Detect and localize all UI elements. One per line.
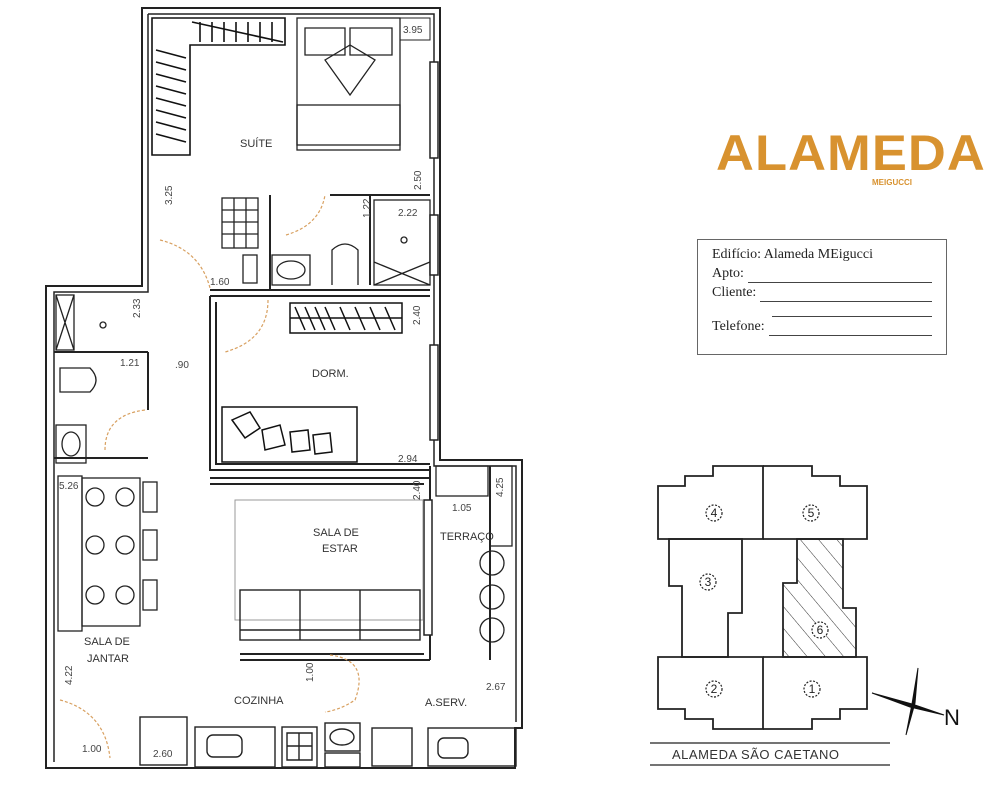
door-swings <box>59 194 360 759</box>
dim-425: 4.25 <box>495 477 506 497</box>
apto-field[interactable] <box>747 268 932 283</box>
telefone-field[interactable] <box>768 321 932 336</box>
kitchen-counter <box>139 716 517 768</box>
unit-4-outline <box>657 465 764 540</box>
client-info-box: Edifício: Alameda MEigucci Apto: Cliente… <box>697 239 947 355</box>
double-bed <box>296 17 401 151</box>
dim-090: .90 <box>175 360 189 371</box>
dorm-furniture <box>221 302 403 463</box>
cliente-field[interactable] <box>760 287 932 302</box>
unit-1-marker <box>803 680 821 698</box>
room-label-sala-estar-1: SALA DE <box>313 527 359 539</box>
dim-100a: 1.00 <box>82 744 102 755</box>
building-row: Edifício: Alameda MEigucci <box>712 245 946 264</box>
unit-4-marker <box>705 504 723 522</box>
brand-logo: ALAMEDA <box>716 125 986 181</box>
dim-240b: 2.40 <box>412 480 423 500</box>
cliente-field-2[interactable] <box>772 302 932 317</box>
unit-2-marker <box>705 680 723 698</box>
room-label-sala-jantar-2: JANTAR <box>87 653 129 665</box>
street-lines <box>650 742 890 766</box>
dim-395: 3.95 <box>403 25 423 36</box>
dim-121: 1.21 <box>120 358 140 369</box>
telefone-label: Telefone: <box>712 319 765 334</box>
room-label-dorm: DORM. <box>312 368 349 380</box>
dim-260: 2.60 <box>153 749 173 760</box>
unit-1-label: 1 <box>809 682 816 696</box>
inner-wall <box>53 13 517 762</box>
unit-3-marker <box>699 573 717 591</box>
unit-4-label: 4 <box>711 506 718 520</box>
dorm-walls <box>209 296 430 471</box>
cliente-label: Cliente: <box>712 285 757 300</box>
telefone-row: Telefone: <box>712 317 946 336</box>
terrace-furniture <box>435 465 513 643</box>
dim-160: 1.60 <box>210 277 230 288</box>
street-name: ALAMEDA SÃO CAETANO <box>672 747 840 762</box>
dim-233: 2.33 <box>132 298 143 318</box>
left-bath-fixtures <box>55 294 107 464</box>
room-label-suite: SUÍTE <box>240 137 272 150</box>
cliente-row: Cliente: <box>712 283 946 302</box>
dim-294: 2.94 <box>398 454 418 465</box>
unit-5-marker <box>802 504 820 522</box>
apto-label: Apto: <box>712 266 744 281</box>
wardrobe-suite <box>151 17 286 156</box>
unit-6-outline <box>782 538 857 658</box>
north-label: N <box>944 705 960 730</box>
unit-1-outline <box>763 656 868 730</box>
compass-rose-icon <box>871 667 945 736</box>
unit-2-outline <box>657 656 764 730</box>
dim-240a: 2.40 <box>412 305 423 325</box>
dim-100b: 1.00 <box>305 662 316 682</box>
dim-250: 2.50 <box>413 170 424 190</box>
dim-325: 3.25 <box>164 185 175 205</box>
room-label-terraco: TERRAÇO <box>440 531 494 543</box>
unit-3-label: 3 <box>705 575 712 589</box>
dim-222: 2.22 <box>398 208 418 219</box>
room-label-a-serv: A.SERV. <box>425 697 467 709</box>
room-label-sala-jantar-1: SALA DE <box>84 636 130 648</box>
dining-set <box>57 475 158 632</box>
brand-logo-subtitle: MEIGUCCI <box>872 178 912 187</box>
apto-row: Apto: <box>712 264 946 283</box>
unit-6-marker <box>811 621 829 639</box>
dim-422: 4.22 <box>64 665 75 685</box>
room-label-sala-estar-2: ESTAR <box>322 543 358 555</box>
unit-5-outline <box>763 465 868 540</box>
living-rug <box>234 499 424 621</box>
suite-bath-wall <box>210 194 430 297</box>
unit-3-outline <box>668 538 743 658</box>
cliente-row-2 <box>712 302 946 317</box>
unit-5-label: 5 <box>808 506 815 520</box>
sofa <box>239 589 421 641</box>
dim-122: 1.22 <box>362 198 373 218</box>
dim-267: 2.67 <box>486 682 506 693</box>
dim-105: 1.05 <box>452 503 472 514</box>
unit-2-label: 2 <box>711 682 718 696</box>
dim-526: 5.26 <box>59 481 79 492</box>
windows <box>423 61 439 636</box>
left-bath-walls <box>54 351 149 459</box>
room-label-cozinha: COZINHA <box>234 695 284 707</box>
unit-6-label: 6 <box>817 623 824 637</box>
building-label: Edifício: Alameda MEigucci <box>712 247 873 262</box>
